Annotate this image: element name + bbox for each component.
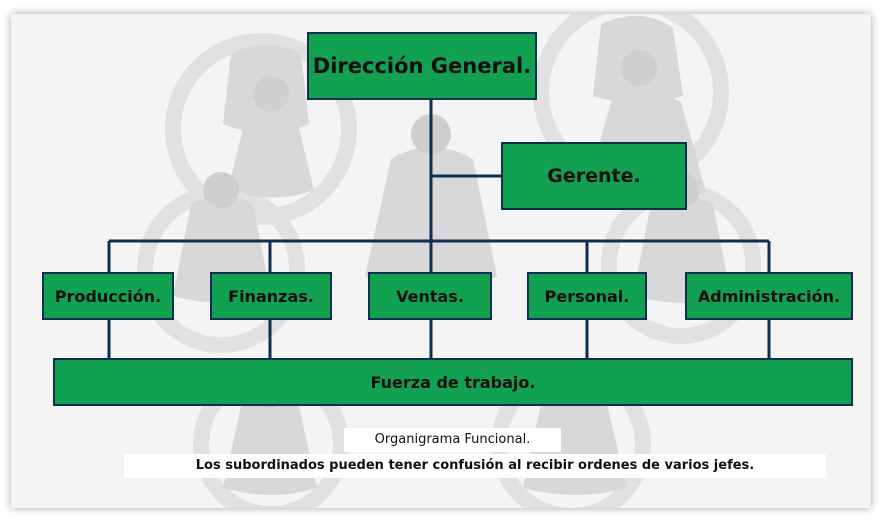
caption-title: Organigrama Funcional. — [344, 428, 561, 452]
fuerza-de-trabajo-box: Fuerza de trabajo. — [53, 358, 853, 406]
administracion-box: Administración. — [685, 272, 853, 320]
direccion-general-box: Dirección General. — [307, 32, 537, 100]
caption-note: Los subordinados pueden tener confusión … — [124, 454, 826, 478]
produccion-box: Producción. — [42, 272, 174, 320]
organigram-frame: Dirección General. Gerente. Producción. … — [11, 14, 871, 508]
finanzas-box: Finanzas. — [210, 272, 332, 320]
gerente-box: Gerente. — [501, 142, 687, 210]
personal-box: Personal. — [527, 272, 647, 320]
ventas-box: Ventas. — [368, 272, 492, 320]
